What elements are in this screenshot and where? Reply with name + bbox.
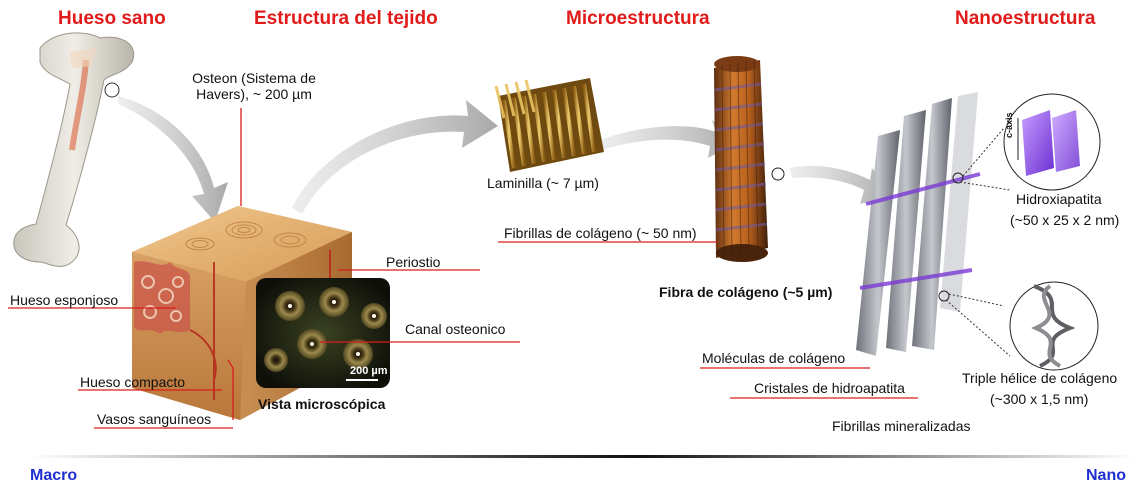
microscopic-view-image [256,278,390,388]
label-collagen-fibrils: Fibrillas de colágeno (~ 50 nm) [504,225,697,241]
scale-label-macro: Macro [30,467,78,484]
collagen-fiber-illustration [714,56,785,262]
label-collagen-fiber: Fibra de colágeno (~5 µm) [659,284,833,300]
leader-lines [8,108,918,429]
hydroxyapatite-inset [1003,93,1101,191]
label-osteon: Osteon (Sistema de Havers), ~ 200 µm [192,70,316,102]
label-triple-helix-size: (~300 x 1,5 nm) [990,391,1089,407]
triple-helix-inset [1009,281,1099,371]
label-c-axis: c-axis [1004,112,1014,138]
label-hydroxyapatite-size: (~50 x 25 x 2 nm) [1010,212,1120,228]
header-tissue-structure: Estructura del tejido [254,8,438,29]
label-mineralized-fibrils: Fibrillas mineralizadas [832,418,971,434]
header-healthy-bone: Hueso sano [58,8,166,29]
label-osteonic-canal: Canal osteonico [405,321,506,337]
flow-arrows [118,96,892,222]
label-hydroapatite-crystals: Cristales de hidroapatita [754,380,905,396]
header-microstructure: Microestructura [566,8,710,29]
label-blood-vessels: Vasos sanguíneos [97,411,212,427]
scale-gradient-bar [28,455,1136,458]
label-triple-helix: Triple hélice de colágeno [962,370,1118,386]
label-scale-bar: 200 µm [350,365,388,377]
femur-illustration [13,32,135,267]
label-compact-bone: Hueso compacto [80,374,186,390]
label-lamella: Laminilla (~ 7 µm) [487,175,599,191]
label-hydroxyapatite: Hidroxiapatita [1016,191,1102,207]
label-microscopic-view: Vista microscópica [258,396,386,412]
label-collagen-molecules: Moléculas de colágeno [702,350,846,366]
mineralized-fibrils-illustration [856,92,1011,357]
label-spongy-bone: Hueso esponjoso [10,292,119,308]
label-periosteum: Periostio [386,254,441,270]
header-nanostructure: Nanoestructura [955,8,1096,29]
scale-label-nano: Nano [1086,467,1126,484]
lamella-illustration [494,78,604,172]
